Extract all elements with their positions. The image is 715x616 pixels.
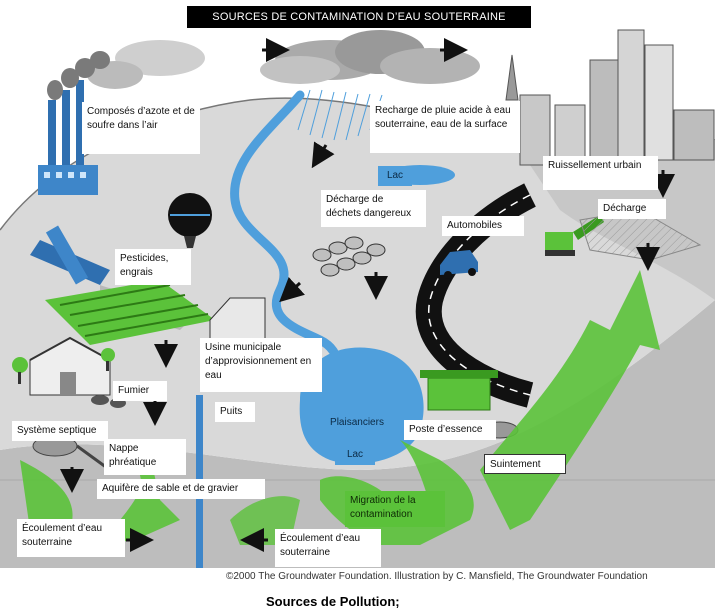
- label-automobiles: Automobiles: [442, 216, 524, 236]
- label-pesticides: Pesticides, engrais: [115, 249, 191, 285]
- land-surface: [0, 98, 715, 471]
- car-icon: [440, 250, 478, 279]
- river: [230, 90, 343, 405]
- barn-icon: [29, 336, 111, 396]
- label-lake-top: Lac: [378, 166, 412, 186]
- farm-field-icon: [45, 280, 215, 345]
- label-hazardous-waste: Décharge de déchets dangereux: [321, 190, 426, 227]
- label-water-plant: Usine municipale d’approvisionnement en …: [200, 338, 322, 392]
- label-migration: Migration de la contamination: [345, 491, 445, 527]
- label-groundwater-flow-left: Écoulement d’eau souterraine: [17, 519, 125, 557]
- barrels-icon: [312, 236, 386, 277]
- balloon-icon: [168, 193, 212, 248]
- label-septic-system: Système septique: [12, 421, 108, 441]
- flow-arrows: [60, 38, 675, 552]
- trees-icon: [12, 348, 115, 384]
- label-gas-station: Poste d’essence: [404, 420, 496, 440]
- city-buildings-icon: [505, 29, 715, 166]
- illustration-credit: ©2000 The Groundwater Foundation. Illust…: [226, 571, 648, 582]
- label-groundwater-flow-right: Écoulement d’eau souterraine: [275, 529, 381, 567]
- acid-rain-icon: [297, 89, 383, 141]
- label-seepage: Suintement: [484, 454, 566, 474]
- gas-station-icon: [420, 370, 498, 411]
- label-boaters: Plaisanciers: [318, 413, 396, 433]
- label-aquifer: Aquifère de sable et de gravier: [97, 479, 265, 499]
- label-lake-bottom: Lac: [335, 445, 375, 465]
- label-well: Puits: [215, 402, 255, 422]
- label-acid-rain: Recharge de pluie acide à eau souterrain…: [370, 101, 520, 153]
- label-water-table: Nappe phréatique: [104, 439, 186, 475]
- label-urban-runoff: Ruissellement urbain: [543, 156, 658, 190]
- smoke-icon: [47, 51, 110, 100]
- label-nitrogen-sulfur: Composés d’azote et de soufre dans l’air: [82, 102, 200, 154]
- crop-duster-icon: [30, 225, 110, 285]
- contamination-diagram: SOURCES DE CONTAMINATION D’EAU SOUTERRAI…: [0, 6, 715, 568]
- label-landfill: Décharge: [598, 199, 666, 219]
- factory-icon: [38, 80, 98, 195]
- main-lake: [299, 347, 424, 464]
- footer-caption: Sources de Pollution;: [266, 594, 400, 609]
- label-manure: Fumier: [113, 381, 167, 401]
- diagram-title: SOURCES DE CONTAMINATION D’EAU SOUTERRAI…: [187, 6, 531, 28]
